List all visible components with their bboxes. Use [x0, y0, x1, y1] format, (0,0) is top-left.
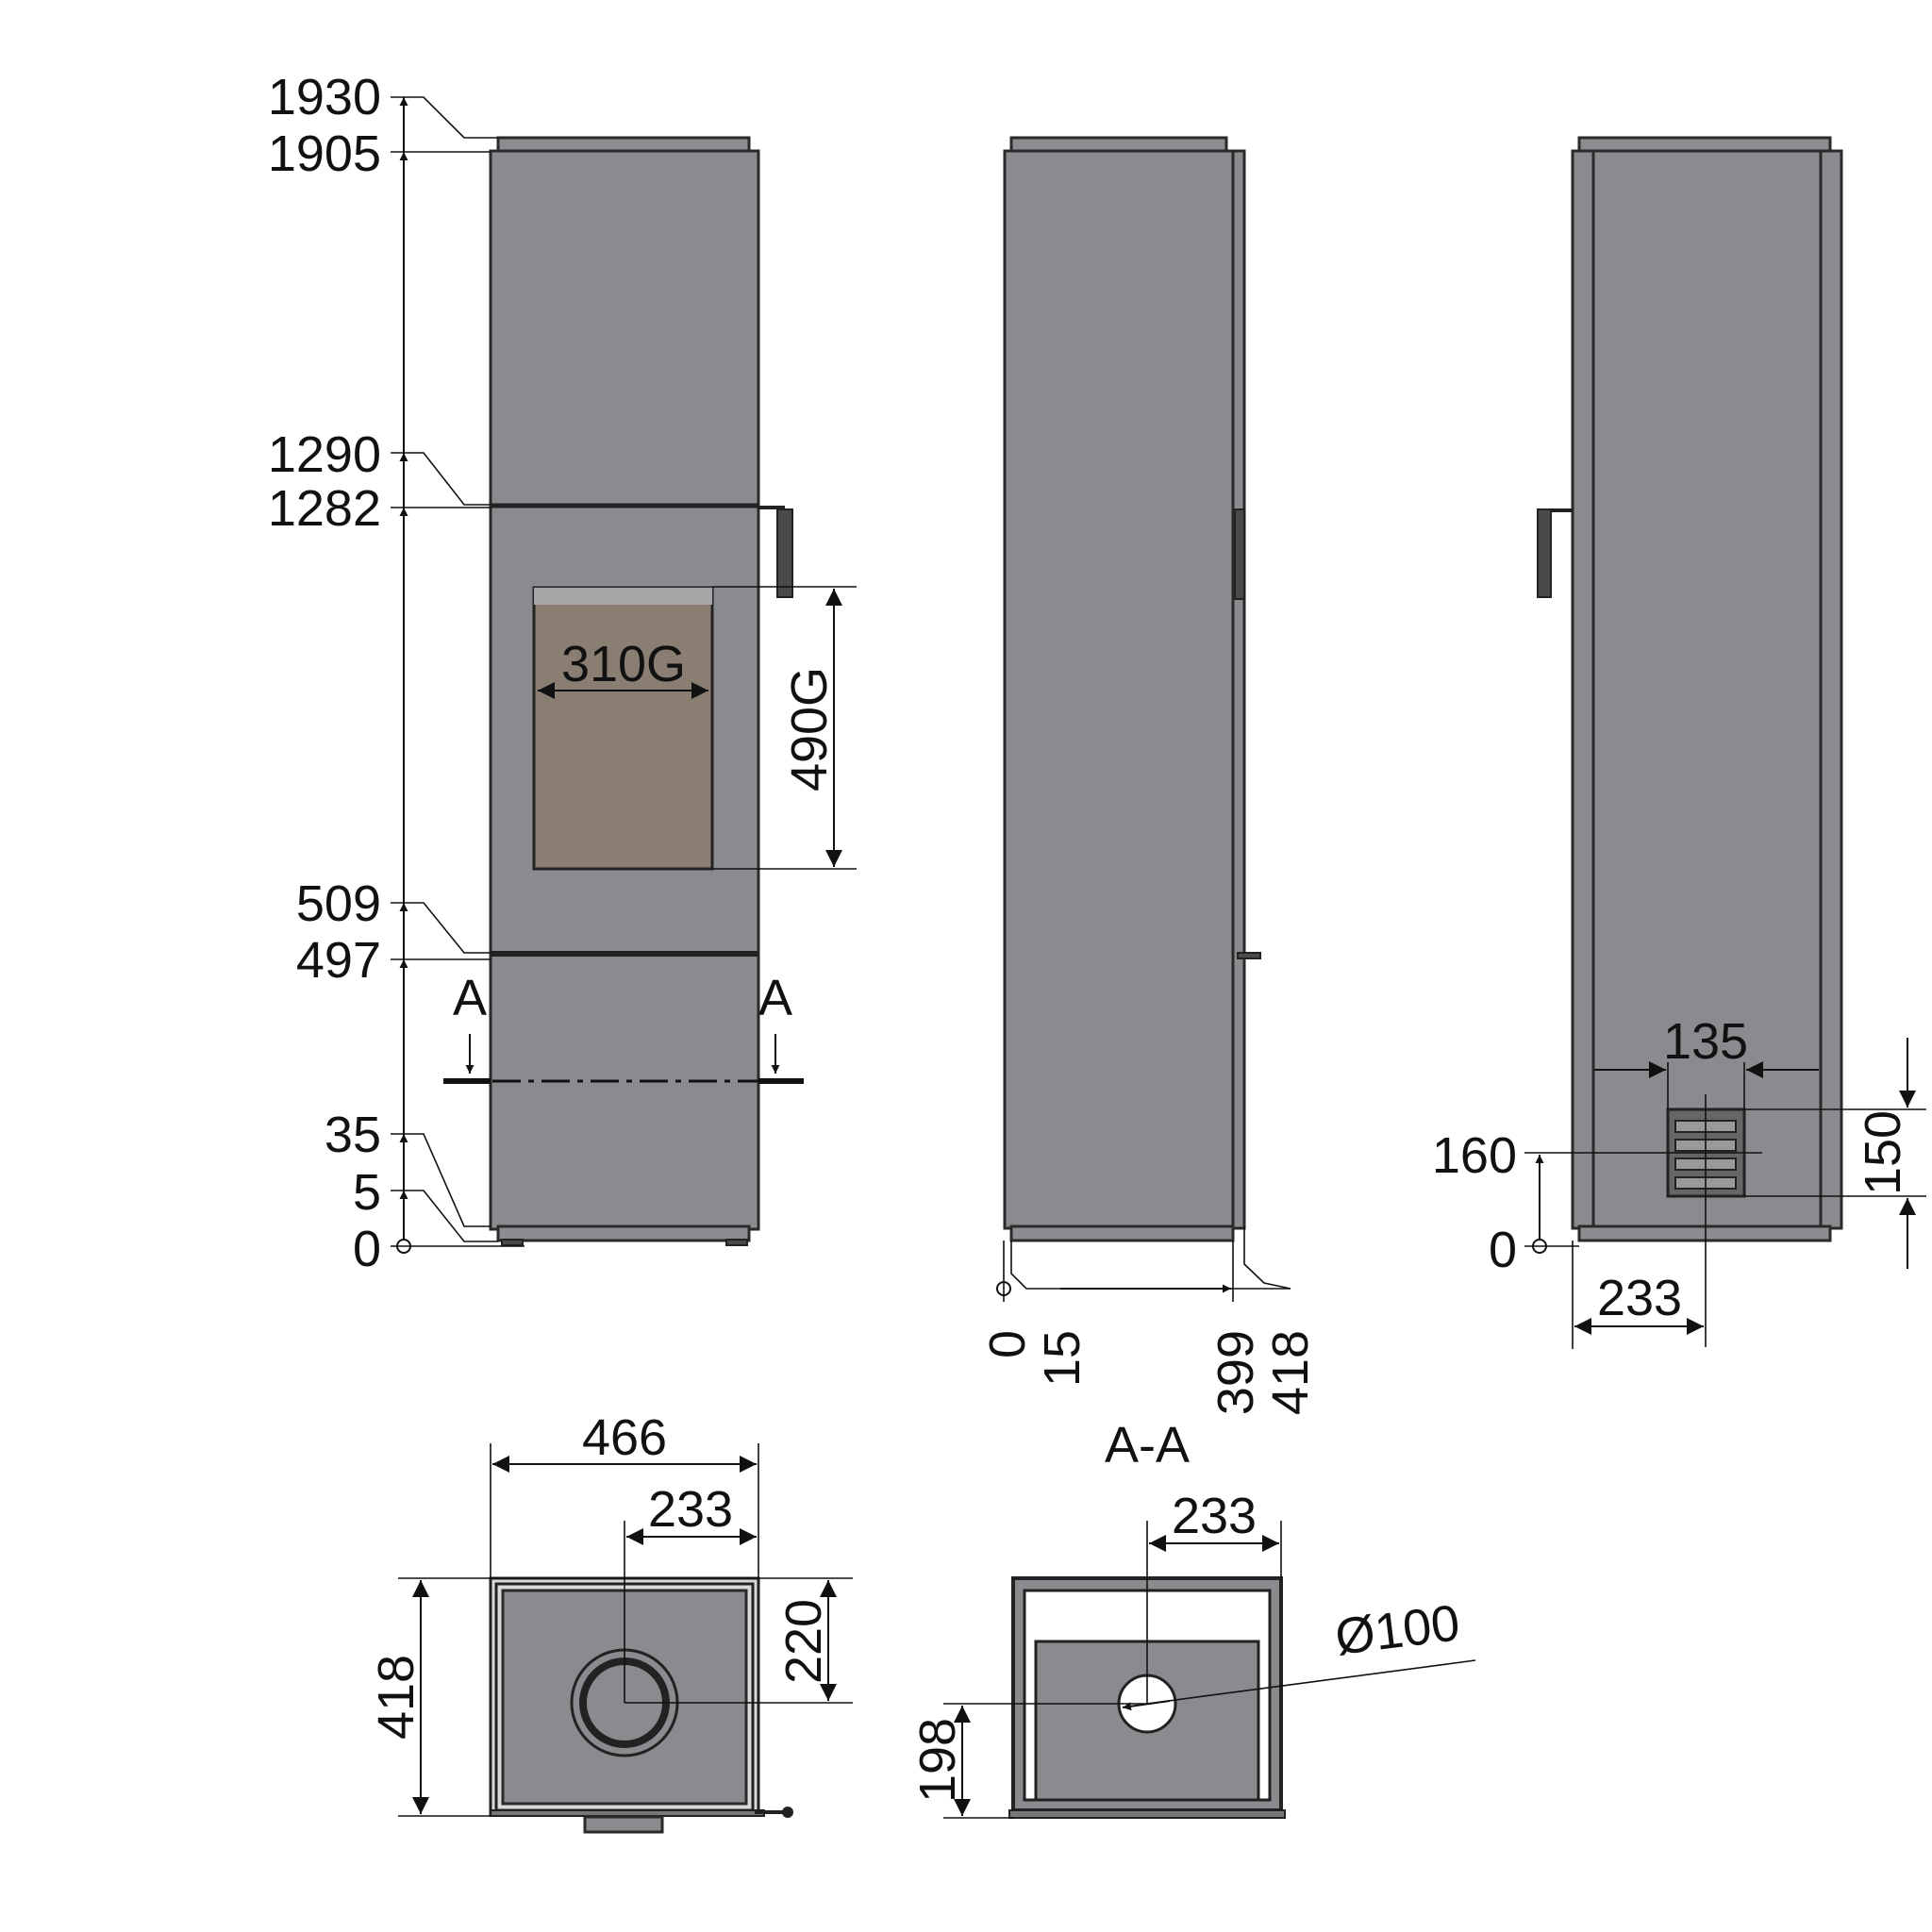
- top-depth-label: 418: [368, 1655, 425, 1740]
- section-view: A-A 233 198 Ø100: [909, 1417, 1476, 1819]
- height-leader-509: 509: [296, 875, 491, 954]
- side-top-cap: [1009, 136, 1228, 153]
- door-handle-icon: [776, 508, 793, 598]
- rear-centre-height-label: 160: [1432, 1127, 1517, 1184]
- side-depth-label-0: 0: [979, 1330, 1036, 1358]
- side-base-plinth: [1009, 1224, 1235, 1242]
- height-label-1290: 1290: [268, 426, 381, 483]
- height-leader-5: 5: [353, 1164, 498, 1242]
- side-body: [1003, 149, 1235, 1230]
- glass-height-label: 490G: [781, 667, 838, 791]
- section-marker-right: A: [758, 970, 792, 1026]
- flue-diameter-label: Ø100: [1332, 1594, 1462, 1666]
- top-half-width-label: 233: [648, 1481, 733, 1538]
- section-title: A-A: [1105, 1417, 1190, 1474]
- rear-side-strip-left: [1571, 149, 1595, 1230]
- rear-handle-icon: [1537, 508, 1552, 598]
- front-lower-panel: [489, 952, 760, 1231]
- rear-side-strip-right: [1819, 149, 1843, 1230]
- side-lower-latch-icon: [1237, 952, 1261, 959]
- rear-zero-label: 0: [1489, 1222, 1517, 1278]
- diameter-arrow: [1122, 1700, 1171, 1711]
- rear-opening-height-label: 150: [1855, 1110, 1911, 1195]
- height-label-509: 509: [296, 875, 381, 932]
- top-handle-knob-icon: [782, 1807, 793, 1818]
- height-label-1905: 1905: [268, 125, 381, 182]
- rear-opening-width-label: 135: [1663, 1013, 1748, 1070]
- rear-top-cap: [1577, 136, 1832, 153]
- height-leader-0: 0: [353, 1221, 525, 1277]
- side-ext-418: [1243, 1226, 1291, 1290]
- front-upper-panel: [489, 149, 760, 508]
- side-depth-label-399: 399: [1208, 1330, 1264, 1415]
- front-top-cap: [496, 136, 751, 153]
- front-view: 310G 490G 1930 1905 1290 1282: [268, 69, 857, 1277]
- section-flue-depth-label: 198: [909, 1718, 966, 1803]
- height-label-0: 0: [353, 1221, 381, 1277]
- height-label-1282: 1282: [268, 480, 381, 537]
- section-half-width-label: 233: [1172, 1488, 1257, 1544]
- height-leader-1282: 1282: [268, 480, 491, 537]
- top-view: 466 233 418 220: [368, 1409, 853, 1834]
- rear-body: [1571, 149, 1843, 1230]
- height-label-5: 5: [353, 1164, 381, 1221]
- rear-view: 135 150 160 0 233: [1432, 136, 1926, 1349]
- side-ext-15: [1010, 1241, 1060, 1290]
- height-label-35: 35: [325, 1107, 381, 1163]
- height-leader-497: 497: [296, 932, 491, 989]
- glass-top-strip: [534, 588, 712, 605]
- rear-base-plinth: [1577, 1224, 1832, 1242]
- height-leader-1290: 1290: [268, 426, 491, 506]
- diameter-leader: [1146, 1659, 1476, 1705]
- side-door-profile: [1231, 149, 1246, 1230]
- side-depth-label-15: 15: [1034, 1330, 1091, 1387]
- front-foot-right: [725, 1239, 748, 1246]
- height-leader-35: 35: [325, 1107, 491, 1227]
- glass-width-label: 310G: [561, 636, 686, 692]
- side-handle-icon: [1234, 508, 1245, 600]
- height-label-497: 497: [296, 932, 381, 989]
- top-front-edge: [490, 1809, 765, 1817]
- top-width-label: 466: [582, 1409, 667, 1466]
- height-leader-1930: 1930: [268, 69, 498, 139]
- top-handle-boss: [583, 1815, 664, 1834]
- section-marker-left: A: [453, 970, 487, 1026]
- height-label-1930: 1930: [268, 69, 381, 125]
- top-flue-depth-label: 220: [775, 1599, 832, 1684]
- rear-centre-offset-label: 233: [1597, 1270, 1682, 1326]
- front-base-plinth: [496, 1224, 751, 1242]
- section-front-edge: [1008, 1809, 1286, 1819]
- height-leader-1905: 1905: [268, 125, 491, 182]
- fire-glass-window: [532, 586, 714, 871]
- side-depth-label-418: 418: [1262, 1330, 1319, 1415]
- front-foot-left: [501, 1239, 524, 1246]
- side-view: 0 15 399 418: [979, 136, 1319, 1415]
